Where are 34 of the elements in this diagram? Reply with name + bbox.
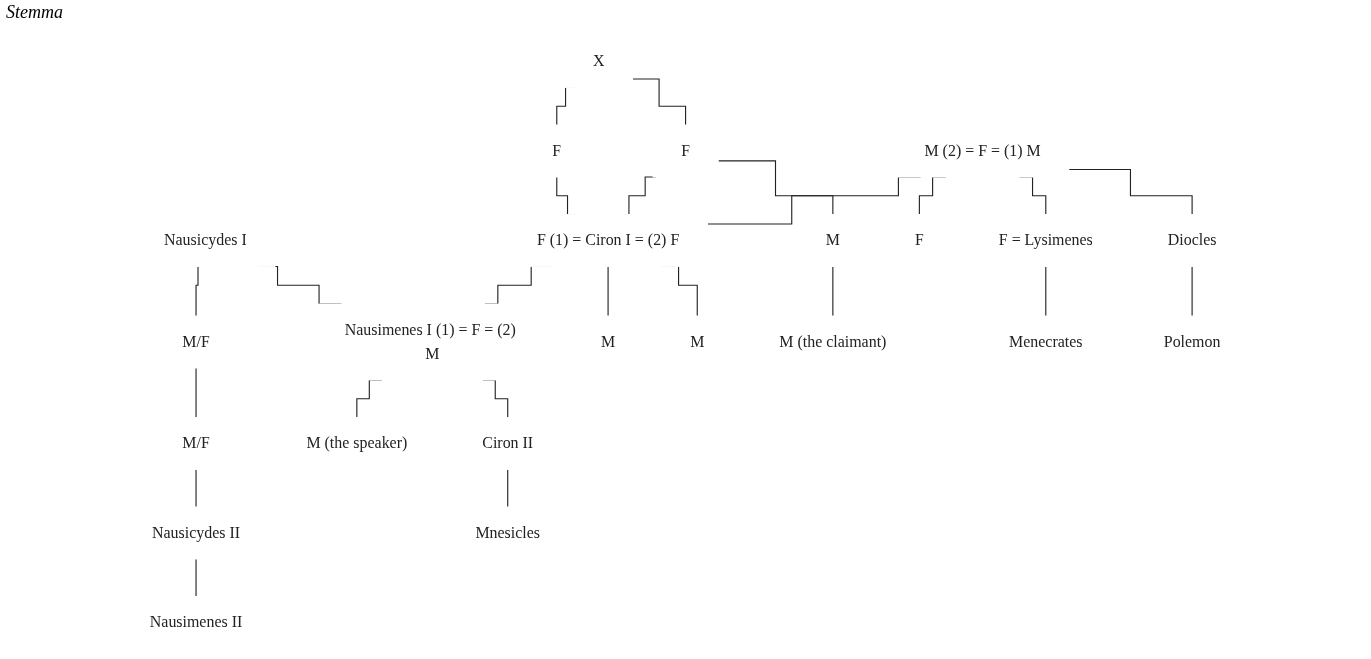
node-text: M [826, 231, 841, 250]
connector [1191, 266, 1194, 317]
connector [632, 78, 687, 126]
node-text: Diocles [1168, 231, 1217, 250]
node-text: F [552, 141, 562, 160]
connector [195, 367, 197, 418]
node-text: X [593, 52, 605, 71]
node-text: Mnesicles [475, 523, 541, 542]
node-text: Nausicydes II [152, 523, 241, 542]
node-text: F [681, 141, 691, 160]
node-text: M (the claimant) [779, 332, 887, 351]
connector [1045, 266, 1047, 317]
connector [1068, 168, 1194, 216]
node-text: M (the speaker) [306, 434, 408, 453]
connector [832, 266, 834, 317]
connector [717, 160, 834, 216]
node-text: M [601, 332, 616, 351]
connector [507, 468, 509, 508]
node-text: Nausicydes I [164, 231, 248, 250]
node-text: Ciron II [482, 434, 534, 453]
node-text: Nausimenes II [150, 613, 243, 632]
node-text: M/F [182, 332, 211, 351]
node-text: F = Lysimenes [999, 231, 1094, 250]
node-text: F [915, 231, 925, 250]
connector [195, 266, 201, 317]
node-text: F (1) = Ciron I = (2) F [537, 231, 680, 250]
node-text: Menecrates [1009, 332, 1083, 351]
connector [607, 266, 609, 317]
connector [195, 558, 197, 598]
node-text: Polemon [1164, 332, 1221, 351]
node-text: M [690, 332, 705, 351]
diagram-title: Stemma [6, 2, 63, 23]
connector [195, 468, 197, 508]
node-text: M/F [182, 434, 211, 453]
